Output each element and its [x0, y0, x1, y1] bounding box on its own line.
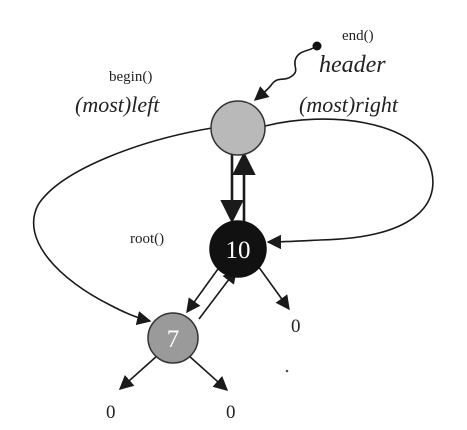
left-child-left-nil-link [118, 354, 159, 390]
root-node: 10 [209, 220, 267, 278]
end-label: end() [342, 28, 374, 44]
root-node-value: 10 [226, 237, 251, 264]
header-node [210, 100, 266, 156]
left-child-right-nil-link [187, 354, 229, 391]
header-label: header [319, 52, 386, 78]
left-child-left-nil: 0 [106, 402, 116, 423]
leftmost-link [32, 127, 213, 326]
root-to-left-child-link [186, 261, 224, 314]
left-child-to-root-link [198, 268, 237, 320]
begin-label: begin() [109, 69, 152, 85]
stray-dot [285, 369, 289, 373]
root-right-nil: 0 [291, 316, 301, 337]
left-child-right-nil: 0 [226, 402, 236, 423]
end-pointer-arrow [253, 45, 318, 101]
left-child-node-value: 7 [167, 326, 180, 353]
left-child-node: 7 [147, 312, 199, 364]
most-right-label: (most)right [299, 92, 399, 117]
root-label: root() [130, 231, 164, 247]
most-left-label: (most)left [75, 92, 160, 117]
root-right-nil-link [257, 265, 290, 311]
rightmost-link [264, 118, 434, 250]
